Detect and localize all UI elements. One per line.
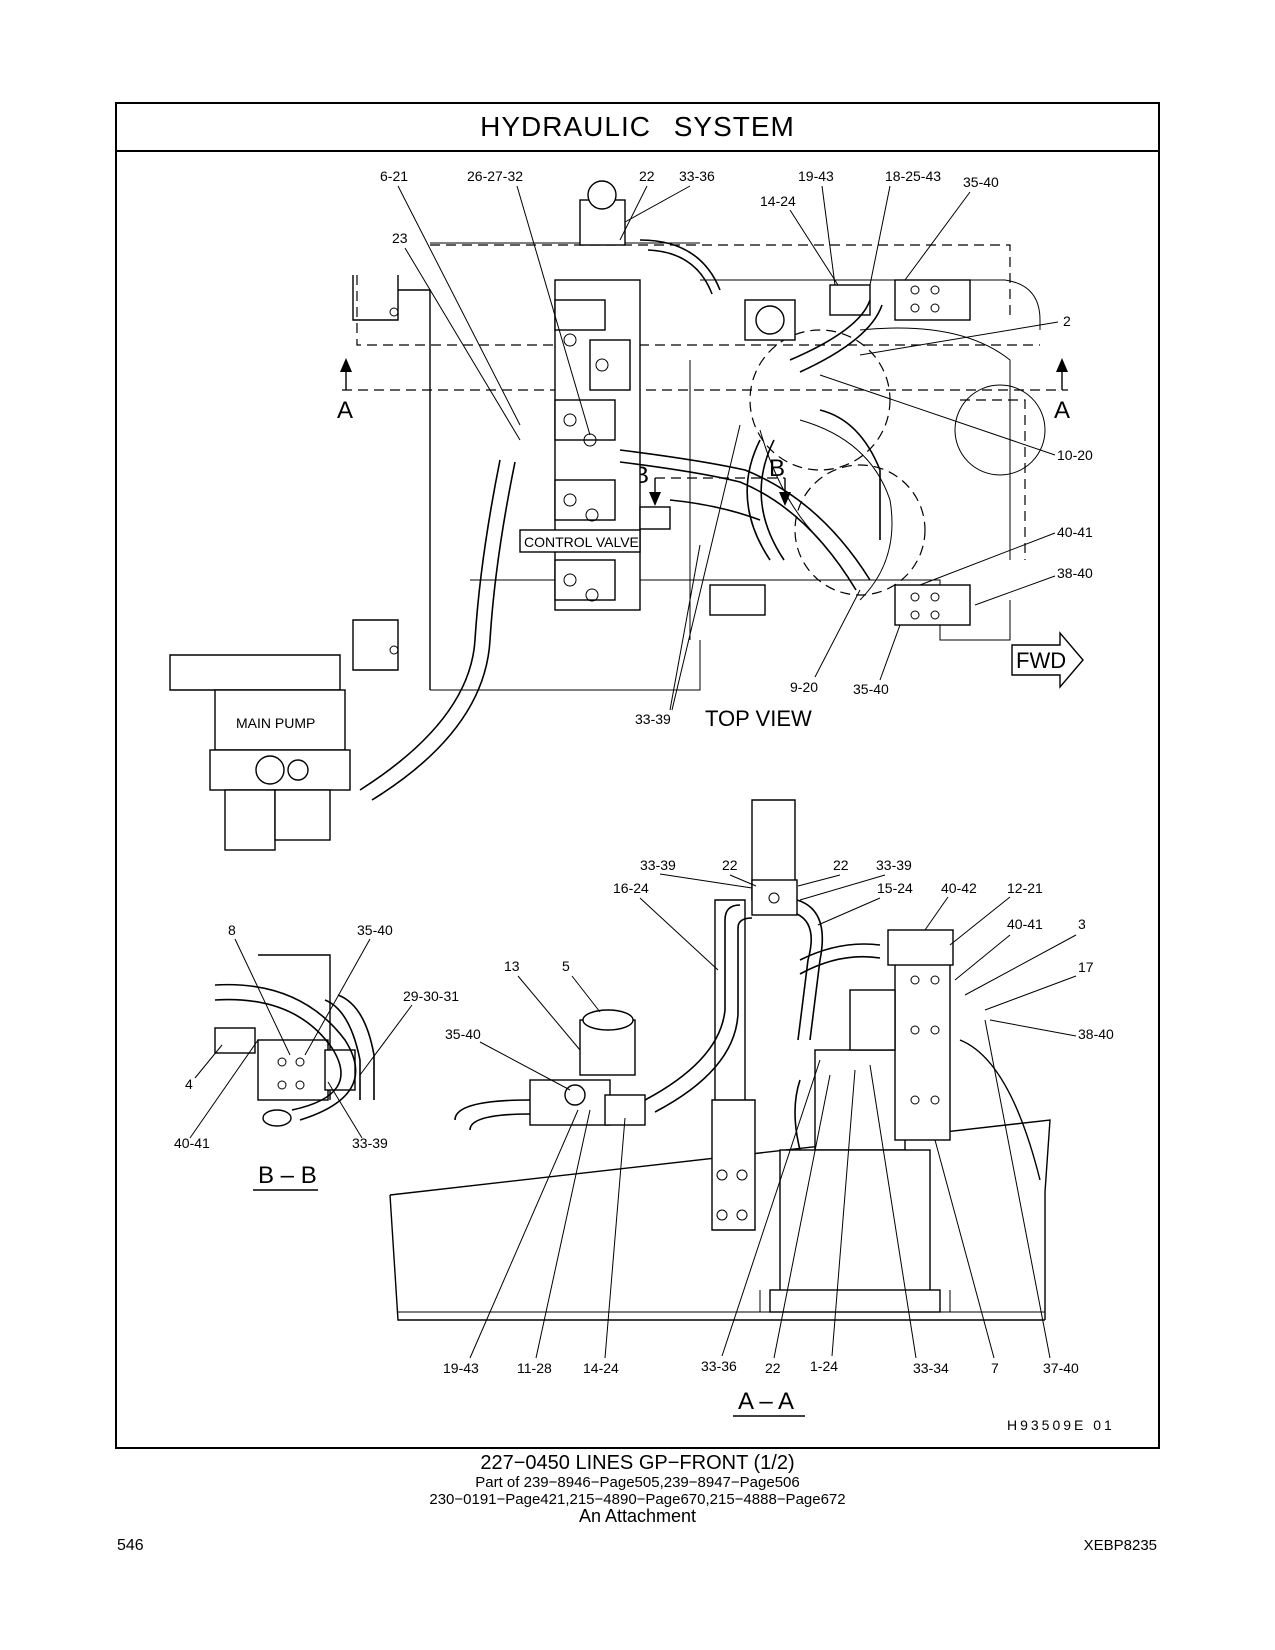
callout: 29-30-31	[403, 988, 459, 1004]
callout: 40-41	[1057, 524, 1093, 540]
callout: 22	[833, 857, 849, 873]
section-a-left-letter: A	[337, 397, 353, 424]
callout: 6-21	[380, 168, 408, 184]
callout: 22	[639, 168, 655, 184]
callout: 11-28	[517, 1360, 552, 1376]
callout: 40-41	[1007, 916, 1043, 932]
callout: 14-24	[583, 1360, 619, 1376]
fwd-label: FWD	[1016, 648, 1066, 673]
callout: 40-41	[174, 1135, 210, 1151]
valve-block-upper-right	[894, 279, 971, 321]
section-aa-label: A – A	[738, 1388, 794, 1415]
caption-line-3: 230−0191−Page421,215−4890−Page670,215−48…	[429, 1491, 846, 1508]
caption-title: 227−0450 LINES GP−FRONT (1/2)	[480, 1452, 795, 1474]
section-b-right-letter: B	[769, 455, 785, 482]
callout: 8	[228, 922, 236, 938]
section-aa-callouts: 33-39 22 22 33-39 16-24 15-24 40-42 12-2…	[443, 857, 1114, 1417]
fwd-arrow: FWD	[1011, 631, 1084, 689]
callout: 23	[392, 230, 408, 246]
fitting	[639, 506, 671, 530]
callout: 33-39	[352, 1135, 388, 1151]
callout: 35-40	[445, 1026, 481, 1042]
callout: 33-36	[679, 168, 715, 184]
callout: 1-24	[810, 1358, 838, 1374]
callout: 9-20	[790, 679, 818, 695]
caption-line-4: An Attachment	[578, 1506, 697, 1526]
callout: 33-39	[640, 857, 676, 873]
section-aa	[389, 799, 1051, 1321]
callout: 35-40	[853, 681, 889, 697]
page-number: 546	[117, 1537, 144, 1554]
caption-line-2: Part of 239−8946−Page505,239−8947−Page50…	[475, 1474, 800, 1491]
callout: 35-40	[357, 922, 393, 938]
callout: 4	[185, 1076, 193, 1092]
callout: 38-40	[1078, 1026, 1114, 1042]
callout: 3	[1078, 916, 1086, 932]
callout: 14-24	[760, 193, 796, 209]
callout: 18-25-43	[885, 168, 941, 184]
callout: 37-40	[1043, 1360, 1079, 1376]
callout: 40-42	[941, 880, 977, 896]
drawing-frame: HYDRAULIC SYSTEM	[115, 102, 1160, 1449]
callout: 19-43	[798, 168, 834, 184]
callout: 33-39	[876, 857, 912, 873]
callout: 22	[722, 857, 738, 873]
control-valve: CONTROL VALVE	[519, 180, 641, 611]
document-id: XEBP8235	[1083, 1537, 1157, 1554]
callout: 10-20	[1057, 447, 1093, 463]
callout: 38-40	[1057, 565, 1093, 581]
top-view-label: TOP VIEW	[705, 706, 812, 731]
callout: 26-27-32	[467, 168, 523, 184]
top-view-callouts: 6-21 26-27-32 22 33-36 19-43 18-25-43 35…	[380, 168, 1093, 731]
drawing-id: H93509E 01	[1007, 1417, 1115, 1433]
section-bb	[214, 954, 375, 1127]
callout: 33-34	[913, 1360, 949, 1376]
callout: 5	[562, 958, 570, 974]
lower-block	[709, 584, 766, 616]
top-view: A A B B CONTROL VALVE	[337, 180, 1070, 801]
control-valve-label: CONTROL VALVE	[524, 534, 639, 550]
callout: 16-24	[613, 880, 649, 896]
callout: 35-40	[963, 174, 999, 190]
section-bb-callouts: 8 35-40 29-30-31 4 40-41 33-39 B – B	[174, 922, 459, 1191]
main-pump-label: MAIN PUMP	[236, 715, 315, 731]
callout: 13	[504, 958, 520, 974]
callout: 15-24	[877, 880, 913, 896]
callout: 17	[1078, 959, 1094, 975]
page-title: HYDRAULIC SYSTEM	[117, 104, 1158, 152]
callout: 33-36	[701, 1358, 737, 1374]
callout: 22	[765, 1360, 781, 1376]
section-bb-label: B – B	[258, 1162, 317, 1189]
valve-block-lower-right	[894, 584, 971, 626]
callout: 33-39	[635, 711, 671, 727]
callout: 19-43	[443, 1360, 479, 1376]
callout: 12-21	[1007, 880, 1043, 896]
figure-caption: 227−0450 LINES GP−FRONT (1/2) Part of 23…	[0, 1452, 1275, 1525]
callout: 7	[991, 1360, 999, 1376]
valve-block-upper-left	[829, 284, 871, 316]
callout: 2	[1063, 313, 1071, 329]
main-pump: MAIN PUMP	[169, 654, 351, 851]
section-a-right-letter: A	[1054, 397, 1070, 424]
